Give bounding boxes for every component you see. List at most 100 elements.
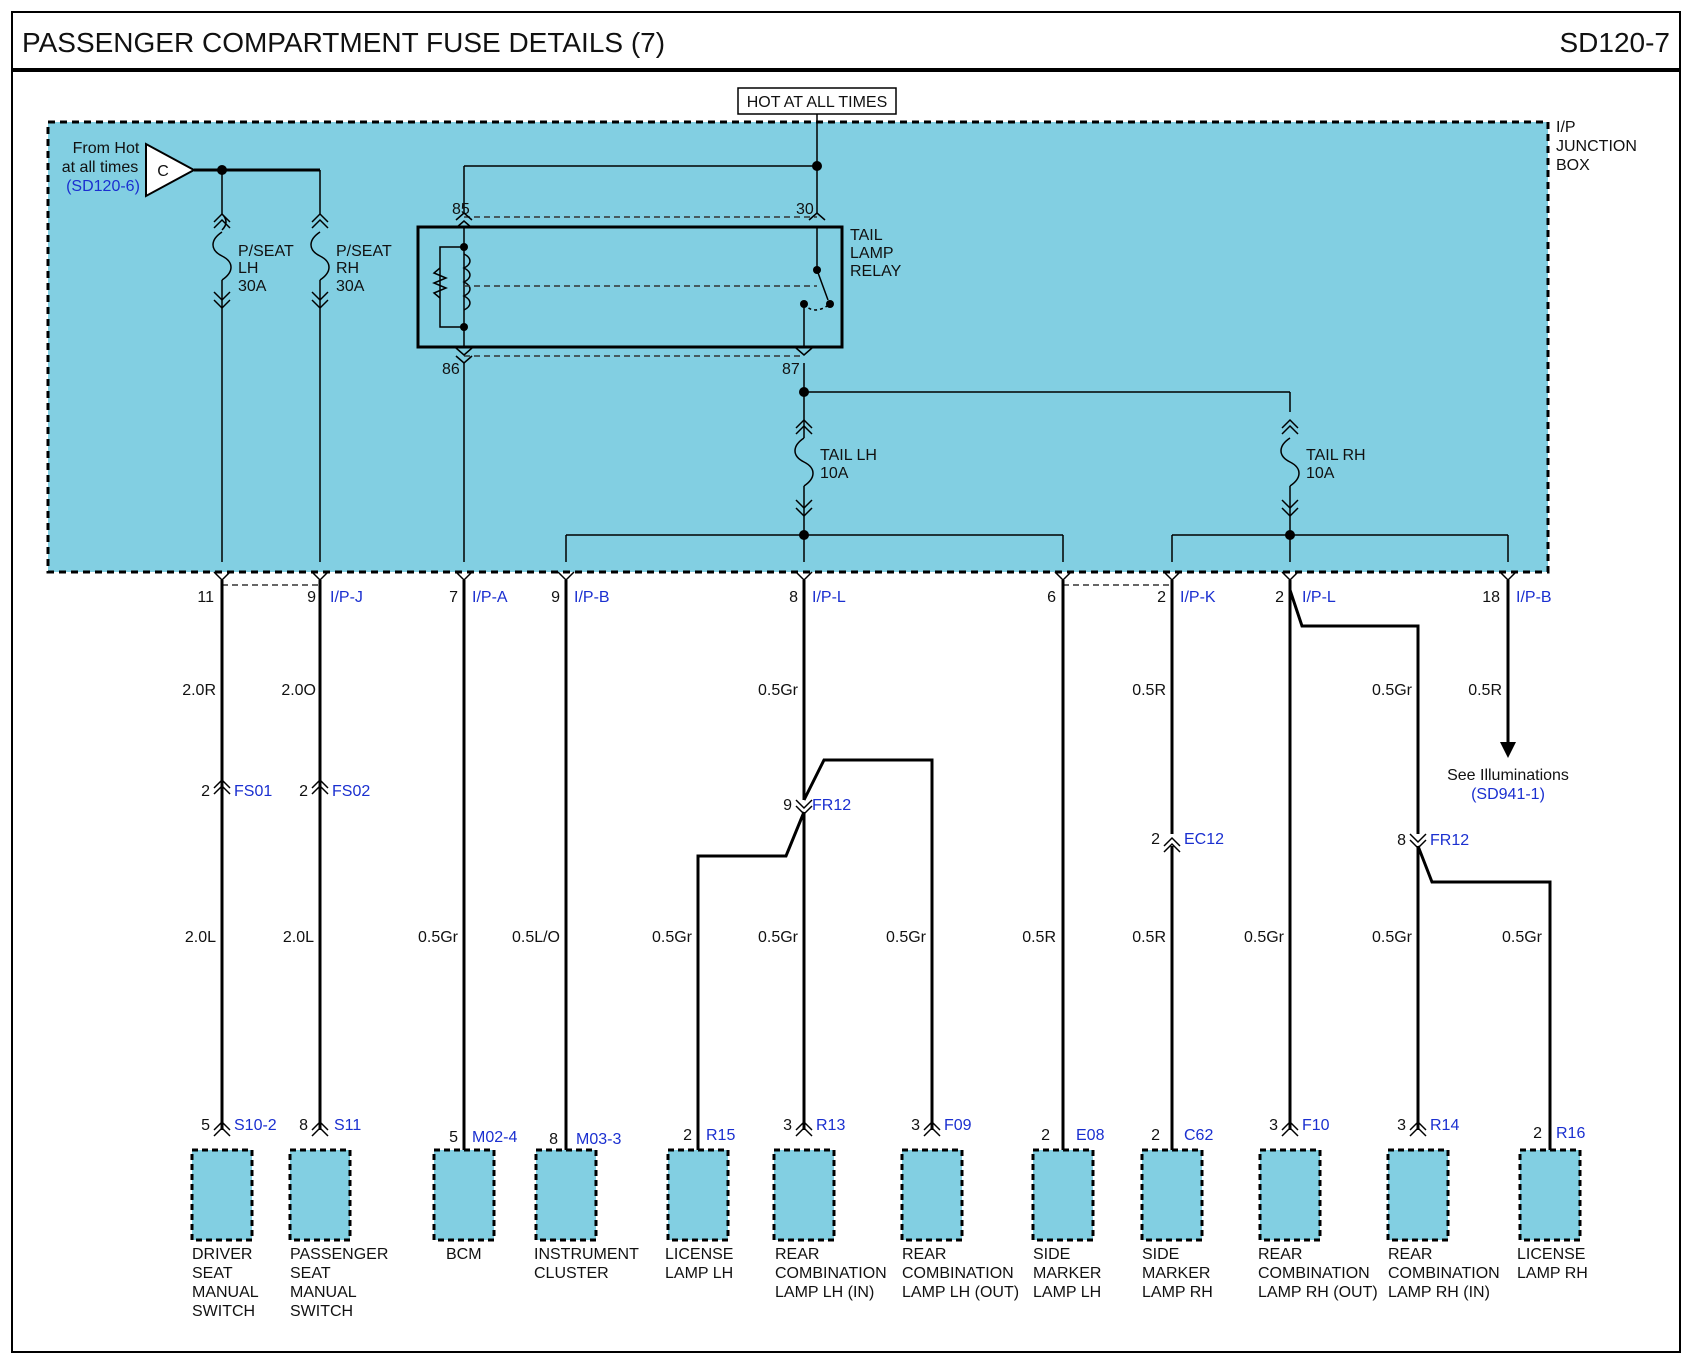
svg-text:SEAT: SEAT <box>192 1265 233 1282</box>
svg-text:(SD120-6): (SD120-6) <box>66 178 140 195</box>
svg-text:TAIL: TAIL <box>850 227 883 244</box>
box-pin-labels: 11 9 I/P-J 7 I/P-A 9 I/P-B 8 I/P-L 6 2 I… <box>197 589 1551 606</box>
svg-text:JUNCTION: JUNCTION <box>1556 138 1637 155</box>
svg-text:LH: LH <box>238 260 258 277</box>
svg-text:2: 2 <box>1157 589 1166 606</box>
svg-text:FR12: FR12 <box>812 797 851 814</box>
svg-text:2: 2 <box>1151 831 1160 848</box>
svg-text:MANUAL: MANUAL <box>192 1284 259 1301</box>
from-hot-label: From Hot at all times (SD120-6) <box>62 140 140 195</box>
fuse-pseat-lh: P/SEAT LH 30A <box>212 212 294 562</box>
svg-text:2: 2 <box>1275 589 1284 606</box>
external-wires <box>220 580 1552 1150</box>
svg-text:M02-4: M02-4 <box>472 1129 517 1146</box>
svg-text:3: 3 <box>1397 1117 1406 1134</box>
svg-text:MANUAL: MANUAL <box>290 1284 357 1301</box>
svg-text:I/P-K: I/P-K <box>1180 589 1216 606</box>
svg-text:P/SEAT: P/SEAT <box>238 243 294 260</box>
svg-text:30A: 30A <box>238 278 267 295</box>
component-instrument-cluster <box>534 1148 598 1242</box>
fuse-tail-rh: TAIL RH 10A <box>1280 418 1366 562</box>
wire-size-labels: 2.0R 2.0L 2.0O 2.0L 0.5Gr 0.5L/O 0.5Gr 0… <box>182 682 1542 946</box>
svg-text:0.5Gr: 0.5Gr <box>652 929 693 946</box>
svg-text:SIDE: SIDE <box>1142 1246 1179 1263</box>
svg-text:REAR: REAR <box>1388 1246 1432 1263</box>
svg-text:LAMP LH (IN): LAMP LH (IN) <box>775 1284 874 1301</box>
svg-text:FR12: FR12 <box>1430 832 1469 849</box>
page-code: SD120-7 <box>1559 27 1670 58</box>
svg-text:0.5R: 0.5R <box>1132 929 1166 946</box>
svg-text:FS01: FS01 <box>234 783 272 800</box>
svg-text:DRIVER: DRIVER <box>192 1246 252 1263</box>
svg-text:9: 9 <box>307 589 316 606</box>
component-driver-seat-switch <box>190 1148 254 1242</box>
svg-text:18: 18 <box>1482 589 1500 606</box>
source-label-box <box>737 87 897 115</box>
component-bcm <box>432 1148 496 1242</box>
svg-text:COMBINATION: COMBINATION <box>775 1265 887 1282</box>
svg-text:0.5R: 0.5R <box>1468 682 1502 699</box>
svg-text:INSTRUMENT: INSTRUMENT <box>534 1246 639 1263</box>
svg-text:SWITCH: SWITCH <box>192 1303 255 1320</box>
svg-text:MARKER: MARKER <box>1033 1265 1101 1282</box>
svg-text:(SD941-1): (SD941-1) <box>1471 786 1545 803</box>
svg-text:REAR: REAR <box>902 1246 946 1263</box>
svg-text:R15: R15 <box>706 1127 735 1144</box>
junction-box-label: I/P JUNCTION BOX <box>1556 119 1637 174</box>
svg-text:EC12: EC12 <box>1184 831 1224 848</box>
svg-text:SWITCH: SWITCH <box>290 1303 353 1320</box>
svg-text:0.5Gr: 0.5Gr <box>758 682 799 699</box>
svg-text:2: 2 <box>683 1127 692 1144</box>
svg-text:LAMP: LAMP <box>850 245 894 262</box>
inline-connectors: 2 FS01 2 FS02 9 FR12 2 EC12 8 FR12 <box>201 778 1469 853</box>
svg-text:CLUSTER: CLUSTER <box>534 1265 609 1282</box>
from-hot-connector-icon <box>145 142 197 198</box>
svg-text:C62: C62 <box>1184 1127 1213 1144</box>
component-names: DRIVER SEAT MANUAL SWITCH PASSENGER SEAT… <box>192 1246 1588 1320</box>
svg-text:M03-3: M03-3 <box>576 1131 621 1148</box>
svg-text:LAMP LH (OUT): LAMP LH (OUT) <box>902 1284 1019 1301</box>
svg-text:2: 2 <box>299 783 308 800</box>
component-license-lamp-lh <box>666 1148 730 1242</box>
svg-text:SEAT: SEAT <box>290 1265 331 1282</box>
svg-text:2: 2 <box>1151 1127 1160 1144</box>
svg-text:at all times: at all times <box>62 159 138 176</box>
svg-text:TAIL LH: TAIL LH <box>820 447 877 464</box>
svg-text:0.5R: 0.5R <box>1132 682 1166 699</box>
fuse-tail-lh: TAIL LH 10A <box>794 392 877 562</box>
svg-text:87: 87 <box>782 361 800 378</box>
svg-text:2.0R: 2.0R <box>182 682 216 699</box>
component-rear-lamp-rh-in <box>1386 1148 1450 1242</box>
component-rear-lamp-lh-in <box>772 1148 836 1242</box>
svg-text:S10-2: S10-2 <box>234 1117 277 1134</box>
svg-text:6: 6 <box>1047 589 1056 606</box>
svg-text:From Hot: From Hot <box>73 140 140 157</box>
svg-text:2.0O: 2.0O <box>281 682 316 699</box>
svg-text:MARKER: MARKER <box>1142 1265 1210 1282</box>
svg-text:5: 5 <box>201 1117 210 1134</box>
svg-text:0.5Gr: 0.5Gr <box>1372 929 1413 946</box>
svg-text:F09: F09 <box>944 1117 972 1134</box>
svg-text:I/P-L: I/P-L <box>812 589 846 606</box>
svg-text:REAR: REAR <box>775 1246 819 1263</box>
component-side-marker-rh <box>1140 1148 1204 1242</box>
svg-text:I/P-A: I/P-A <box>472 589 508 606</box>
svg-text:RH: RH <box>336 260 359 277</box>
svg-text:8: 8 <box>549 1131 558 1148</box>
svg-text:COMBINATION: COMBINATION <box>1388 1265 1500 1282</box>
svg-text:FS02: FS02 <box>332 783 370 800</box>
svg-text:SIDE: SIDE <box>1033 1246 1070 1263</box>
svg-text:9: 9 <box>551 589 560 606</box>
source-label: HOT AT ALL TIMES <box>747 94 888 111</box>
svg-text:30: 30 <box>796 201 814 218</box>
component-boxes <box>190 1148 1582 1242</box>
fuse-pseat-rh: P/SEAT RH 30A <box>310 212 392 562</box>
svg-text:LAMP LH: LAMP LH <box>665 1265 733 1282</box>
svg-text:R14: R14 <box>1430 1117 1459 1134</box>
svg-text:I/P-J: I/P-J <box>330 589 363 606</box>
svg-text:LAMP RH: LAMP RH <box>1517 1265 1588 1282</box>
svg-text:R16: R16 <box>1556 1125 1585 1142</box>
svg-text:I/P-B: I/P-B <box>574 589 610 606</box>
component-connectors: 5 S10-2 8 S11 5 M02-4 8 M03-3 2 R15 3 R1… <box>201 1117 1585 1148</box>
component-passenger-seat-switch <box>288 1148 352 1242</box>
